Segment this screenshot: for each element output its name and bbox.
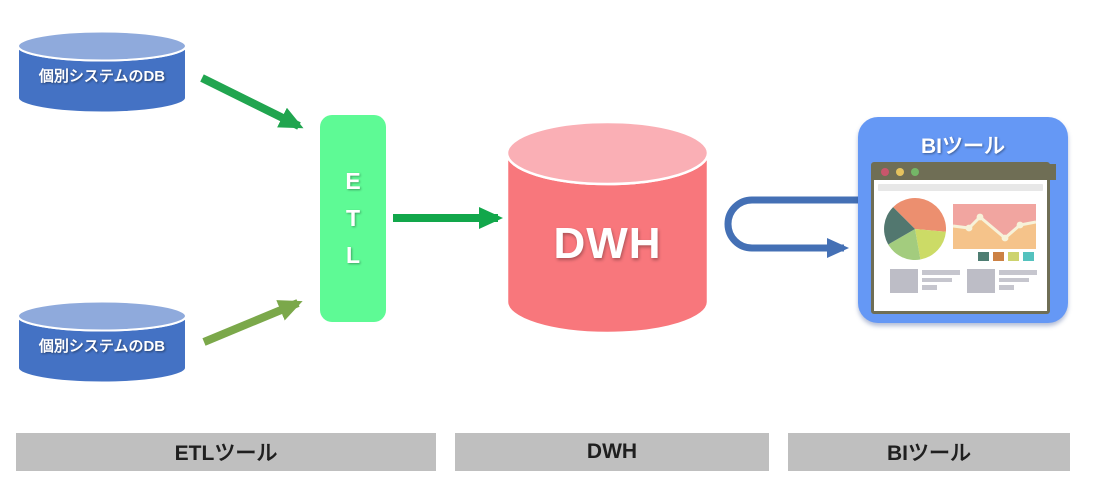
pie-chart-icon (884, 198, 946, 260)
bi-tool-node: BIツール (858, 117, 1068, 323)
arrow-db-bottom-to-etl (202, 299, 303, 346)
browser-titlebar (873, 164, 1056, 180)
etl-node: E T L (320, 115, 386, 322)
traffic-light-red-icon (881, 168, 889, 176)
dwh-label: DWH (553, 219, 662, 268)
database-cylinder-icon (17, 30, 187, 114)
thumbnail-placeholder (890, 269, 918, 293)
legend-swatch-cyan (1023, 252, 1034, 261)
browser-window-icon (871, 162, 1056, 314)
traffic-light-green-icon (911, 168, 919, 176)
legend-swatch-orange (993, 252, 1004, 261)
source-db-top-label: 個別システムのDB (38, 67, 166, 85)
thumbnail-placeholder (967, 269, 995, 293)
line-chart-icon (953, 204, 1036, 249)
database-cylinder-icon (17, 300, 187, 384)
chart-legend (978, 252, 1034, 261)
source-db-top: 個別システムのDB (16, 30, 188, 114)
text-placeholder-lines (999, 270, 1037, 290)
etl-letter-e: E (345, 168, 361, 194)
arrow-dwh-to-bi (724, 196, 858, 258)
bi-tool-title: BIツール (921, 135, 1005, 158)
browser-address-bar (878, 184, 1043, 191)
legend-swatch-teal (978, 252, 989, 261)
source-db-bottom: 個別システムのDB (16, 300, 188, 384)
footer-label-bi-tool: BIツール (788, 433, 1070, 471)
arrow-db-top-to-etl (200, 74, 304, 130)
etl-letter-t: T (345, 205, 361, 231)
text-placeholder-lines (922, 270, 960, 290)
dwh-cylinder-icon (505, 120, 710, 335)
footer-label-etl-tool: ETLツール (16, 433, 436, 471)
source-db-bottom-label: 個別システムのDB (38, 337, 166, 355)
legend-swatch-yellowgreen (1008, 252, 1019, 261)
traffic-light-yellow-icon (896, 168, 904, 176)
footer-label-dwh: DWH (455, 433, 769, 471)
etl-letter-l: L (345, 242, 361, 268)
dwh-node: DWH (505, 120, 710, 335)
